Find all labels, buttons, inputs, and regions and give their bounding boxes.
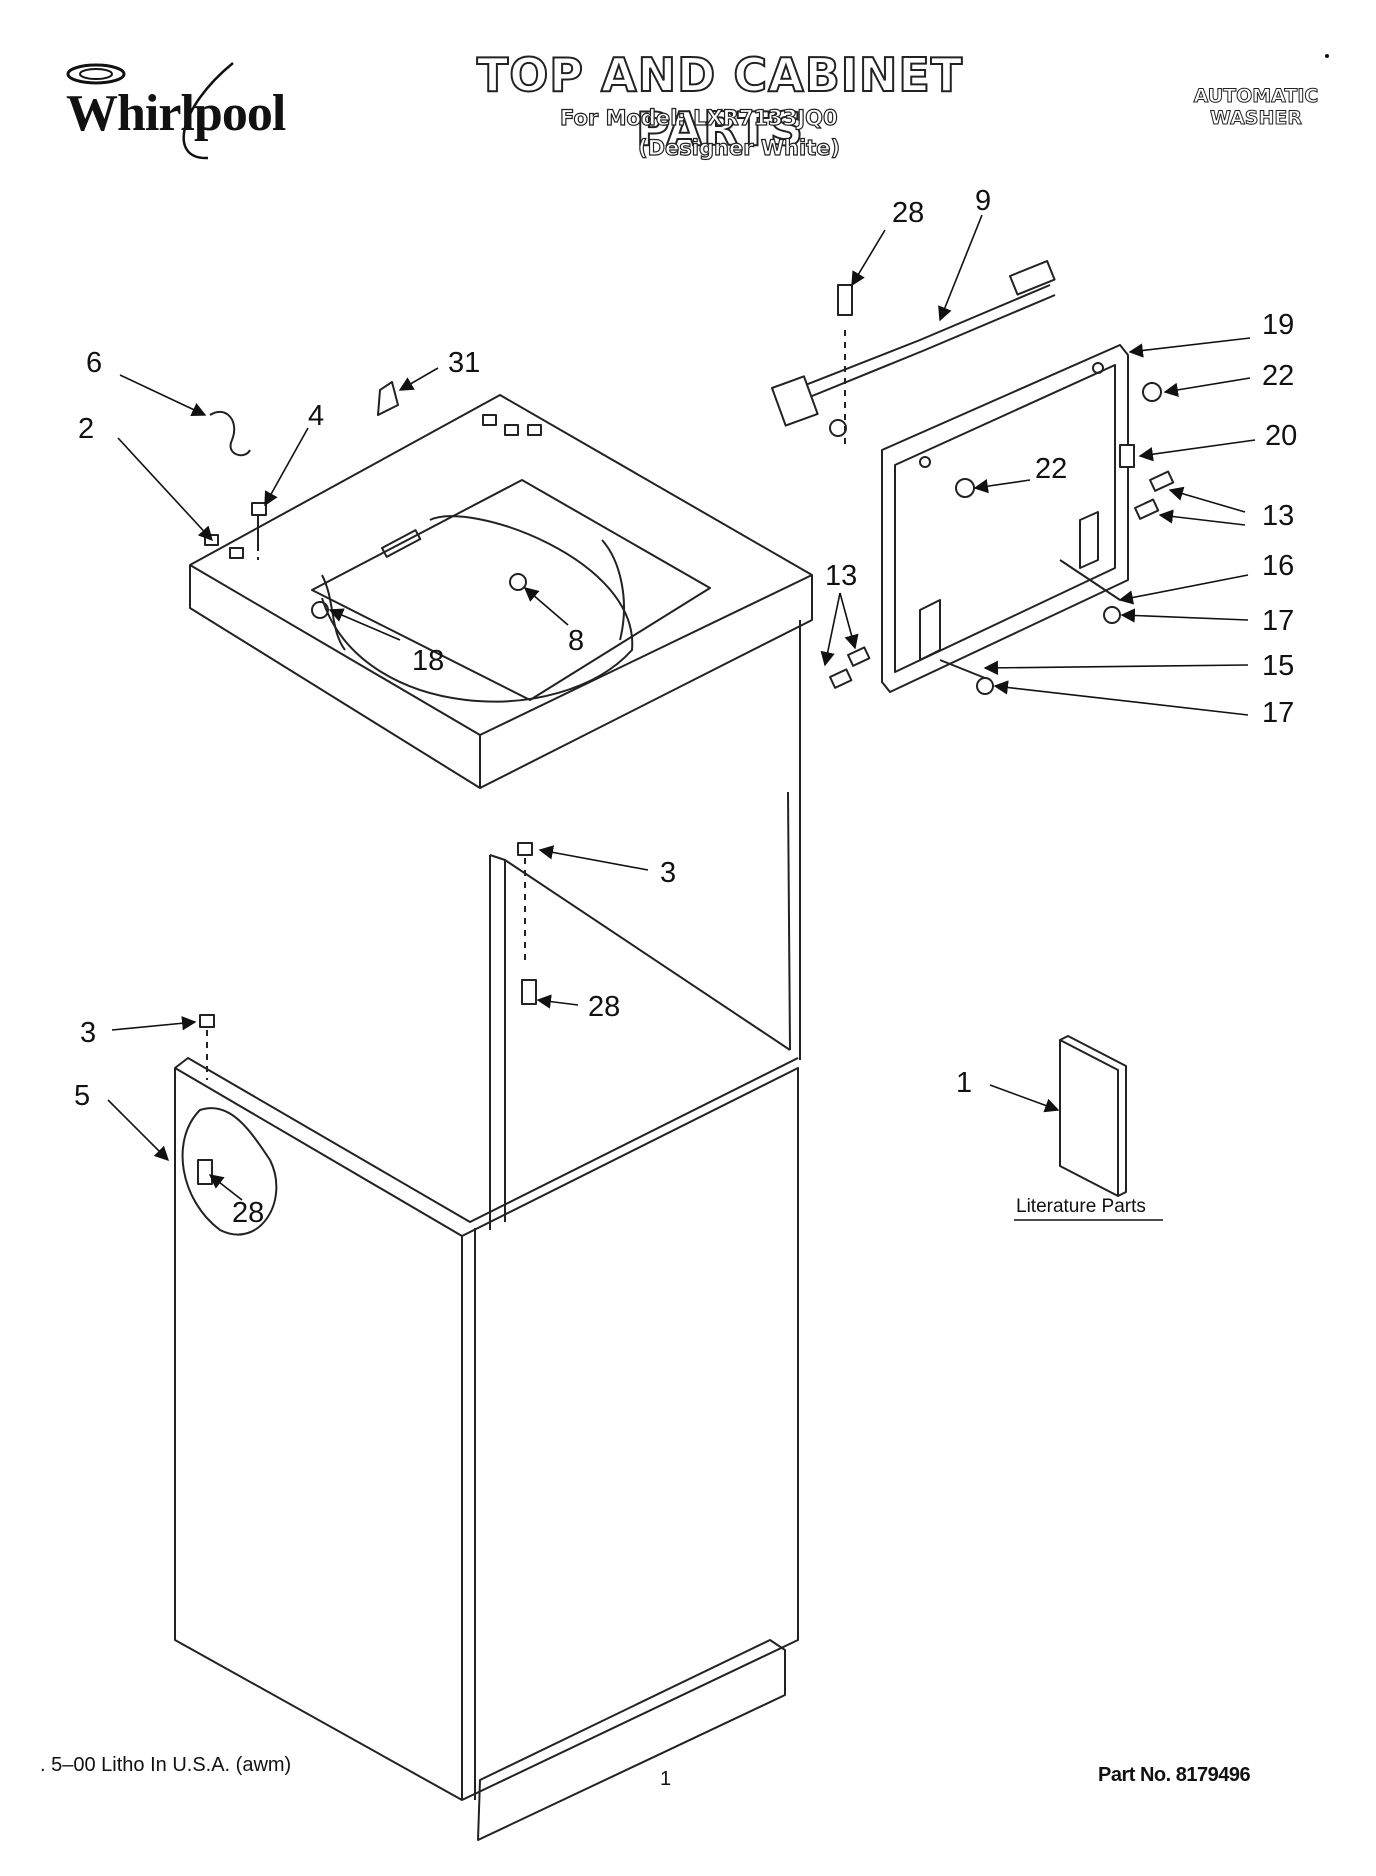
callout-20: 20 bbox=[1265, 420, 1297, 452]
callout-13-left: 13 bbox=[825, 560, 857, 592]
appliance-type-line2: WASHER bbox=[1209, 107, 1302, 130]
callout-3-lower: 3 bbox=[80, 1017, 96, 1049]
callout-22-left: 22 bbox=[1035, 453, 1067, 485]
callout-1: 1 bbox=[956, 1067, 972, 1099]
callout-17-lower: 17 bbox=[1262, 697, 1294, 729]
model-line: For Model: LXR7133JQ0 bbox=[559, 105, 838, 130]
callout-22-right: 22 bbox=[1262, 360, 1294, 392]
alignment-lines bbox=[206, 330, 846, 1080]
cabinet bbox=[174, 620, 801, 1841]
variant-line: (Designer White) bbox=[637, 135, 841, 160]
small-parts bbox=[197, 284, 1175, 1185]
callout-28-middle: 28 bbox=[588, 991, 620, 1023]
literature-booklet bbox=[1059, 1035, 1127, 1197]
callout-6: 6 bbox=[86, 347, 102, 379]
callout-9: 9 bbox=[975, 185, 991, 217]
corner-dot bbox=[1325, 54, 1329, 58]
callout-2: 2 bbox=[78, 413, 94, 445]
wire-harness bbox=[771, 260, 1056, 437]
callout-18: 18 bbox=[412, 645, 444, 677]
logo-swirl-icon bbox=[66, 62, 234, 160]
callout-arrows bbox=[107, 214, 1256, 1201]
brand-name: Whirlpool bbox=[66, 85, 286, 142]
callout-5: 5 bbox=[74, 1080, 90, 1112]
whirlpool-logo: Whirlpool bbox=[58, 48, 298, 168]
part-number: Part No. 8179496 bbox=[1098, 1764, 1251, 1786]
callout-15: 15 bbox=[1262, 650, 1294, 682]
callout-28-top: 28 bbox=[892, 197, 924, 229]
washer-top-panel bbox=[189, 394, 813, 789]
litho-note: . 5–00 Litho In U.S.A. (awm) bbox=[40, 1754, 292, 1776]
callout-4: 4 bbox=[308, 400, 324, 432]
appliance-type: AUTOMATIC WASHER bbox=[1176, 85, 1336, 130]
callout-3-upper: 3 bbox=[660, 857, 676, 889]
callout-17-upper: 17 bbox=[1262, 605, 1294, 637]
callout-19: 19 bbox=[1262, 309, 1294, 341]
page-number: 1 bbox=[660, 1768, 672, 1790]
callout-8: 8 bbox=[568, 625, 584, 657]
console-frame bbox=[881, 344, 1129, 693]
callout-28-bottom: 28 bbox=[232, 1197, 264, 1229]
page-title: TOP AND CABINET PARTS bbox=[476, 47, 964, 157]
callout-16: 16 bbox=[1262, 550, 1294, 582]
callout-31: 31 bbox=[448, 347, 480, 379]
callout-13-right: 13 bbox=[1262, 500, 1294, 532]
appliance-type-line1: AUTOMATIC bbox=[1193, 85, 1319, 108]
literature-parts-label: Literature Parts bbox=[1016, 1196, 1146, 1217]
